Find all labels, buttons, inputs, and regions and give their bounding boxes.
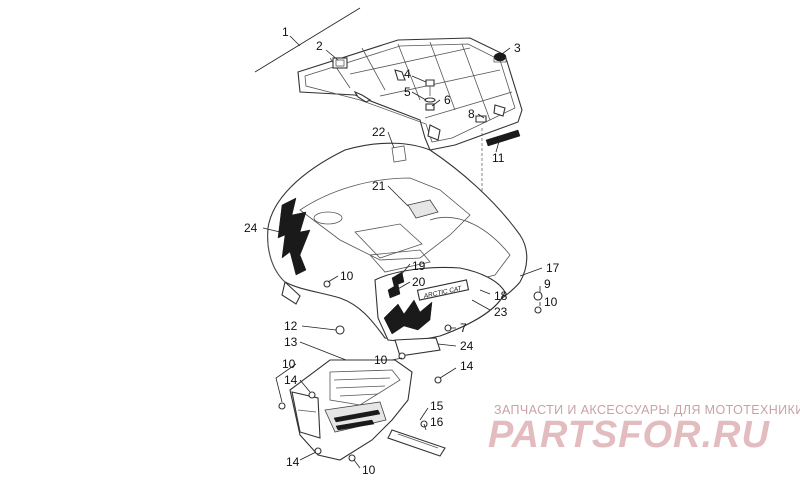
footwell [289, 359, 413, 461]
callout-12: 12 [284, 319, 298, 333]
rear-rack [297, 37, 523, 262]
callout-14-bottom: 14 [286, 455, 300, 469]
callout-13: 13 [284, 335, 298, 349]
callout-14-right: 14 [460, 359, 474, 373]
callout-8: 8 [468, 107, 475, 121]
callout-15: 15 [430, 399, 444, 413]
mud-flap [394, 337, 441, 357]
callout-6: 6 [444, 93, 451, 107]
callout-17: 17 [546, 261, 560, 275]
callout-1-bracket [254, 7, 361, 73]
callout-2: 2 [316, 39, 323, 53]
callouts: 1 2 3 4 5 6 8 11 22 21 24 10 19 20 17 9 … [244, 25, 560, 477]
fasteners [278, 280, 543, 462]
callout-22: 22 [372, 125, 386, 139]
callout-10-center: 10 [374, 353, 388, 367]
bracket-15 [387, 429, 446, 457]
leader-lines [262, 47, 543, 469]
callout-16: 16 [430, 415, 444, 429]
callout-11: 11 [492, 151, 505, 165]
callout-5: 5 [404, 85, 411, 99]
right-fender-panel: ARCTIC CAT [374, 266, 506, 343]
callout-24-lower: 24 [460, 339, 474, 353]
callout-7: 7 [460, 321, 467, 335]
callout-20: 20 [412, 275, 426, 289]
callout-10-bottom: 10 [362, 463, 376, 477]
callout-19: 19 [412, 259, 426, 273]
callout-4: 4 [404, 67, 411, 81]
callout-18: 18 [494, 289, 508, 303]
callout-14-left: 14 [284, 373, 298, 387]
left-side-decal [277, 197, 311, 276]
watermark-subtitle: ЗАПЧАСТИ И АКСЕССУАРЫ ДЛЯ МОТОТЕХНИКИ [494, 403, 800, 417]
callout-10-lower-left: 10 [282, 357, 296, 371]
callout-23: 23 [494, 305, 508, 319]
callout-21: 21 [372, 179, 386, 193]
callout-24-upper: 24 [244, 221, 258, 235]
callout-3: 3 [514, 41, 521, 55]
callout-10-right: 10 [544, 295, 558, 309]
callout-1: 1 [282, 25, 289, 39]
rack-hardware [332, 52, 521, 147]
watermark-brand: PARTSFOR.RU [488, 414, 770, 456]
callout-9: 9 [544, 277, 551, 291]
callout-10-left: 10 [340, 269, 354, 283]
